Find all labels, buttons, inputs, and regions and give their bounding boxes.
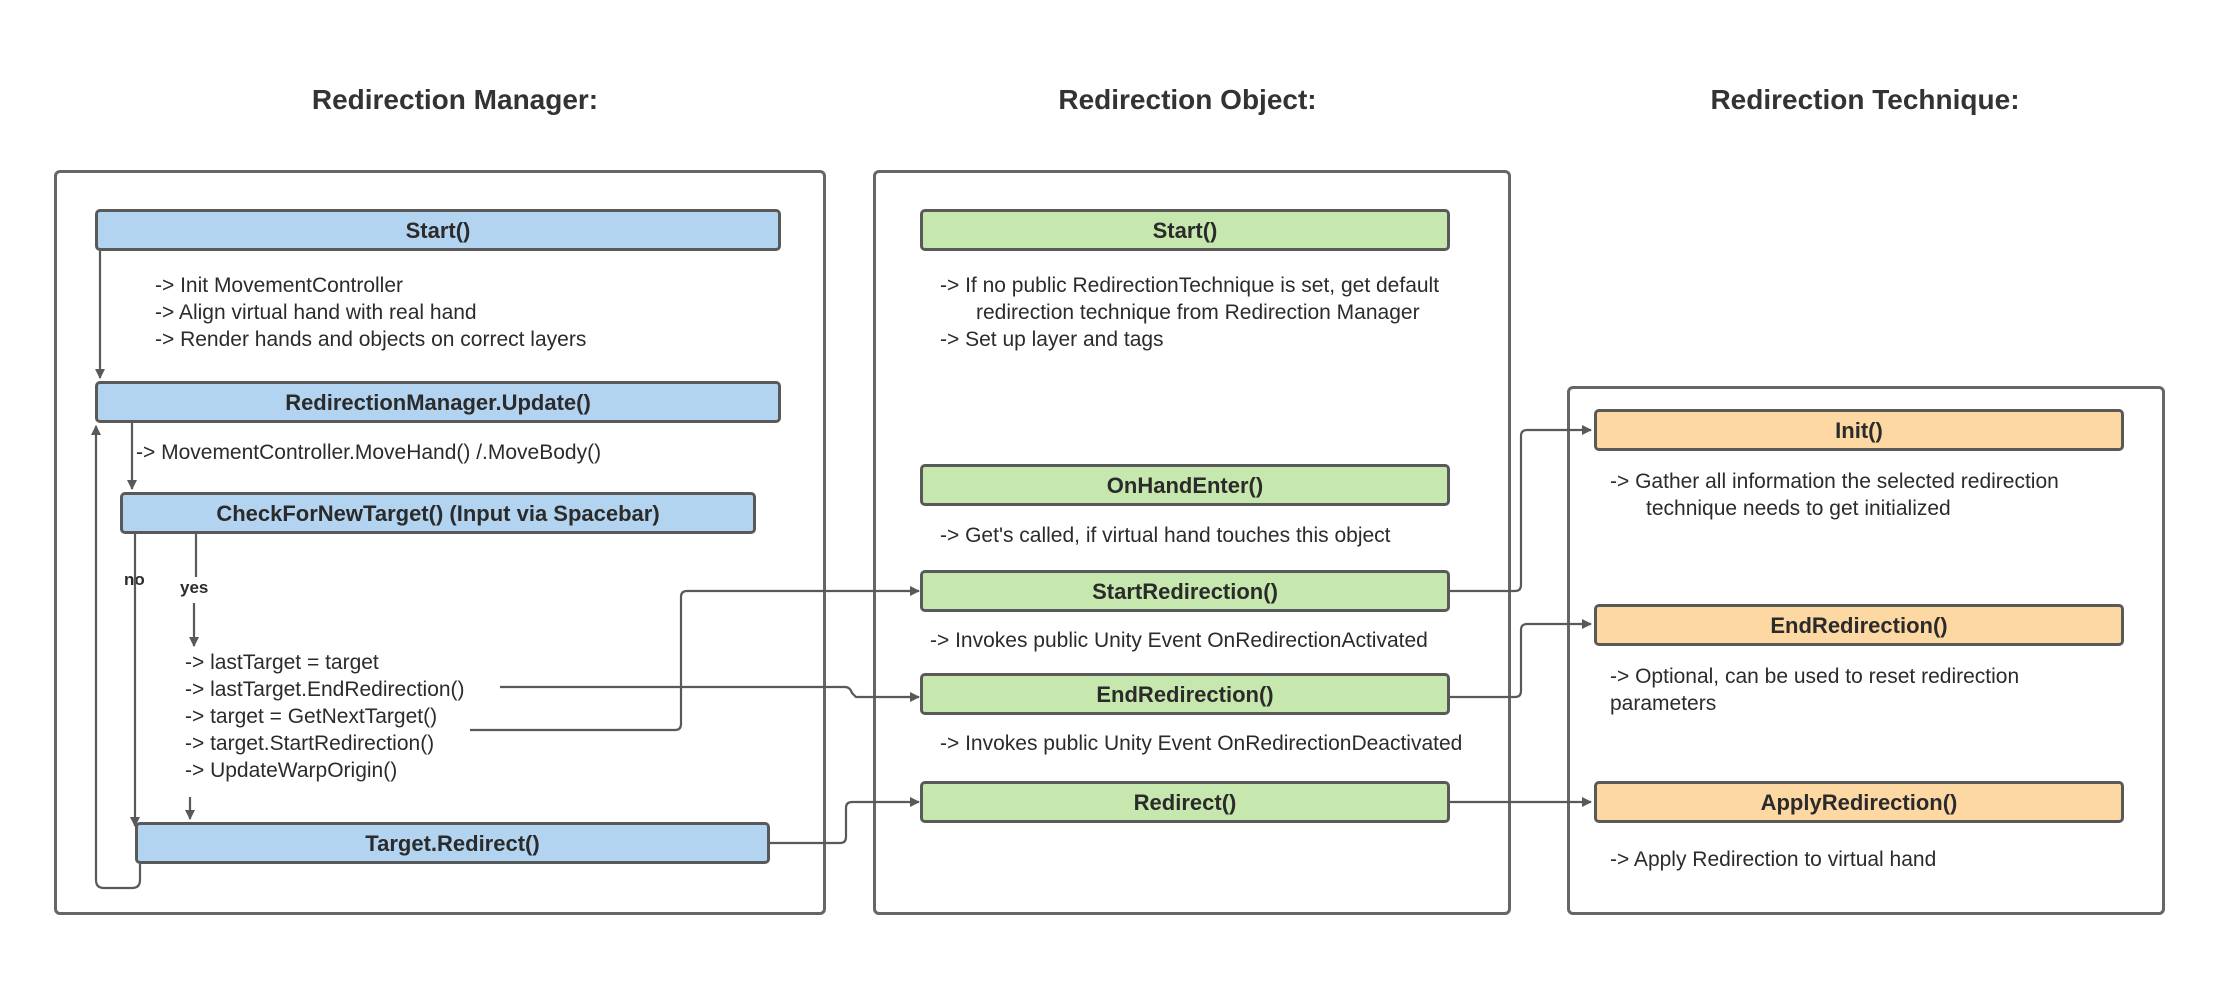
manager-heading: Redirection Manager: (311, 84, 599, 115)
object-start-note: redirection technique from Redirection M… (976, 301, 1420, 324)
manager-step: -> target.StartRedirection() (185, 732, 435, 755)
technique-end-redirection-note: -> Optional, can be used to reset redire… (1610, 665, 2020, 688)
start-redirection-link (470, 586, 920, 732)
on-hand-enter-note: -> Get's called, if virtual hand touches… (940, 524, 1391, 547)
start-redirection-box: StartRedirection() (920, 570, 1450, 612)
redirect-box: Redirect() (920, 781, 1450, 823)
manager-start-box: Start() (95, 209, 781, 251)
manager-steps: -> lastTarget = target -> lastTarget.End… (185, 649, 465, 784)
target-redirect-box: Target.Redirect() (135, 822, 770, 864)
manager-update-note: -> MovementController.MoveHand() /.MoveB… (136, 441, 602, 464)
manager-step: -> lastTarget = target (185, 651, 379, 674)
start-redirection-note: -> Invokes public Unity Event OnRedirect… (930, 629, 1428, 652)
apply-redirection-note: -> Apply Redirection to virtual hand (1610, 848, 1937, 871)
end-technique-link (1449, 619, 1592, 699)
check-for-new-target-box: CheckForNewTarget() (Input via Spacebar) (120, 492, 756, 534)
manager-step: -> target = GetNextTarget() (185, 705, 438, 728)
technique-heading: Redirection Technique: (1710, 84, 2020, 115)
end-redirection-link (500, 685, 920, 702)
yes-branch-label: yes (180, 578, 209, 597)
redirect-link (770, 797, 920, 845)
end-redirection-box: EndRedirection() (920, 673, 1450, 715)
init-note: -> Gather all information the selected r… (1610, 470, 2059, 493)
object-panel (873, 170, 1511, 915)
object-start-note: -> If no public RedirectionTechnique is … (940, 274, 1440, 297)
manager-panel (54, 170, 826, 915)
technique-end-redirection-notes: -> Optional, can be used to reset redire… (1610, 663, 2019, 717)
init-link (1449, 425, 1592, 593)
manager-step: -> lastTarget.EndRedirection() (185, 678, 465, 701)
object-start-notes: -> If no public RedirectionTechnique is … (940, 272, 1439, 353)
technique-end-redirection-note: parameters (1610, 692, 1717, 715)
init-box: Init() (1594, 409, 2124, 451)
loop-back-arrow (91, 425, 142, 890)
manager-start-note: -> Init MovementController (155, 274, 404, 297)
init-note: technique needs to get initialized (1646, 497, 1951, 520)
manager-start-note: -> Align virtual hand with real hand (155, 301, 477, 324)
technique-panel (1567, 386, 2165, 915)
manager-start-notes: -> Init MovementController -> Align virt… (155, 272, 586, 353)
technique-end-redirection-box: EndRedirection() (1594, 604, 2124, 646)
object-start-note: -> Set up layer and tags (940, 328, 1164, 351)
object-heading: Redirection Object: (1058, 84, 1317, 115)
manager-step: -> UpdateWarpOrigin() (185, 759, 398, 782)
end-redirection-note: -> Invokes public Unity Event OnRedirect… (940, 732, 1463, 755)
on-hand-enter-box: OnHandEnter() (920, 464, 1450, 506)
object-start-box: Start() (920, 209, 1450, 251)
manager-start-note: -> Render hands and objects on correct l… (155, 328, 587, 351)
manager-update-box: RedirectionManager.Update() (95, 381, 781, 423)
init-notes: -> Gather all information the selected r… (1610, 468, 2059, 522)
apply-redirection-box: ApplyRedirection() (1594, 781, 2124, 823)
